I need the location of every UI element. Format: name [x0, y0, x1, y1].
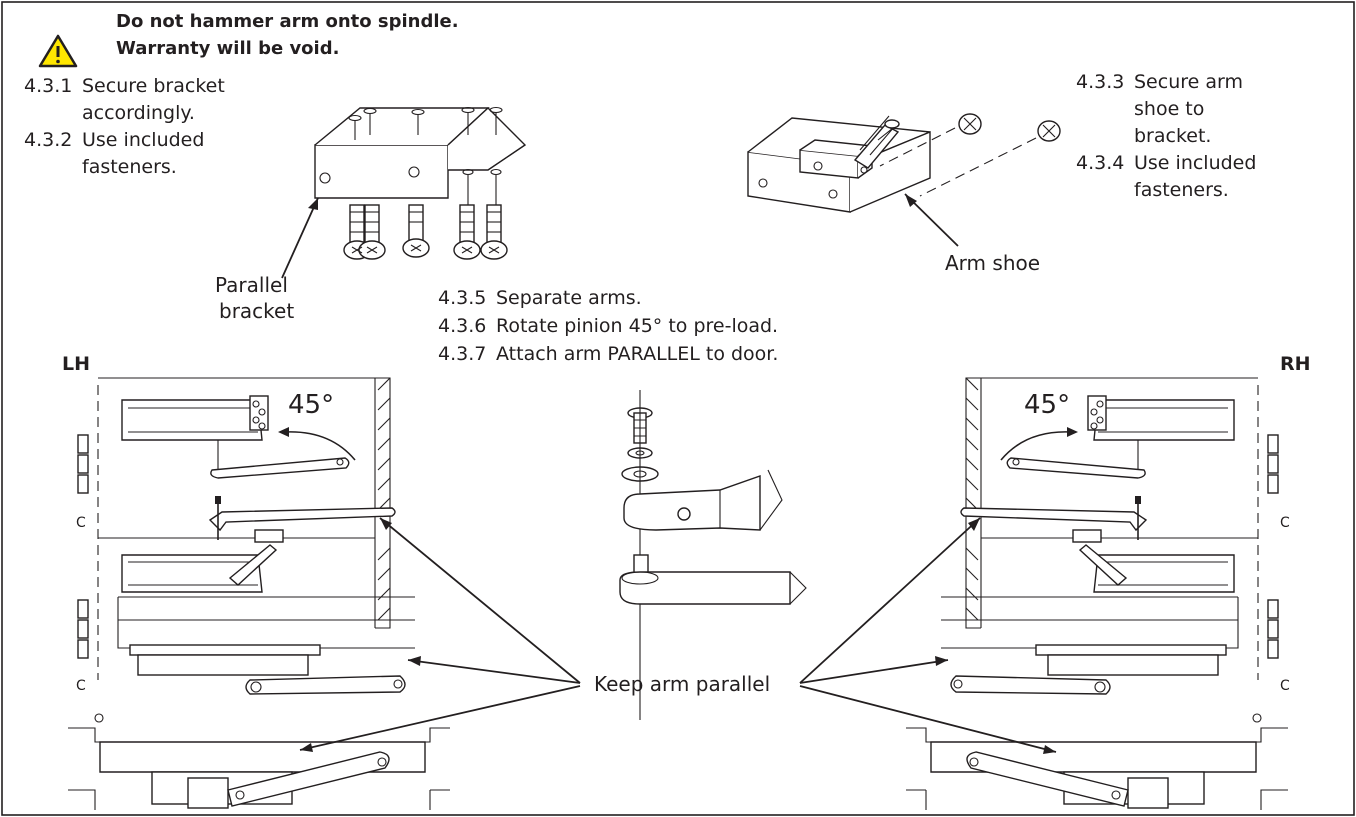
- arm-shoe-label: Arm shoe: [945, 251, 1041, 275]
- step-text: accordingly.: [82, 102, 195, 124]
- step-text: Rotate pinion 45° to pre-load.: [496, 315, 779, 337]
- step-4-3-2: 4.3.2 Use included: [24, 128, 204, 153]
- warning-triangle-icon: [38, 34, 78, 68]
- step-4-3-4: 4.3.4 Use included: [1076, 151, 1256, 176]
- step-4-3-4-cont: fasteners.: [1134, 178, 1229, 203]
- step-number: 4.3.4: [1076, 152, 1125, 174]
- step-number: 4.3.6: [438, 315, 487, 337]
- step-4-3-6: 4.3.6 Rotate pinion 45° to pre-load.: [438, 314, 778, 339]
- step-4-3-2-cont: fasteners.: [82, 155, 177, 180]
- step-text: fasteners.: [82, 156, 177, 178]
- angle-label-left: 45°: [288, 390, 335, 420]
- step-4-3-1: 4.3.1 Secure bracket: [24, 74, 225, 99]
- step-text: Attach arm PARALLEL to door.: [496, 343, 779, 365]
- lh-label: LH: [62, 353, 91, 375]
- parallel-bracket-label-2: bracket: [219, 299, 295, 323]
- warning-line-2: Warranty will be void.: [116, 38, 340, 59]
- rh-drawings: [906, 377, 1288, 810]
- warning-text: Do not hammer arm onto spindle. Warranty…: [116, 8, 459, 62]
- arm-shoe-drawing: [747, 113, 1061, 247]
- parallel-bracket-label-1: Parallel: [215, 273, 288, 297]
- keep-arm-parallel-label: Keep arm parallel: [594, 672, 771, 696]
- step-4-3-1-cont: accordingly.: [82, 101, 195, 126]
- svg-text:C: C: [76, 515, 86, 531]
- rh-label: RH: [1280, 353, 1311, 375]
- step-4-3-3-cont: shoe to: [1134, 97, 1204, 122]
- angle-label-right: 45°: [1024, 390, 1071, 420]
- center-exploded-drawing: [619, 390, 807, 720]
- step-number: 4.3.7: [438, 343, 487, 365]
- step-text: Separate arms.: [496, 287, 642, 309]
- step-4-3-3-cont2: bracket.: [1134, 124, 1211, 149]
- step-4-3-3: 4.3.3 Secure arm: [1076, 70, 1243, 95]
- step-number: 4.3.5: [438, 287, 487, 309]
- svg-text:C: C: [1280, 678, 1290, 694]
- step-4-3-5: 4.3.5 Separate arms.: [438, 286, 642, 311]
- step-text: fasteners.: [1134, 179, 1229, 201]
- step-number: 4.3.2: [24, 129, 73, 151]
- keep-parallel-arrows: [299, 517, 1057, 754]
- step-4-3-7: 4.3.7 Attach arm PARALLEL to door.: [438, 342, 778, 367]
- step-text: Use included: [1134, 152, 1257, 174]
- step-number: 4.3.1: [24, 75, 73, 97]
- step-text: Secure arm: [1134, 71, 1243, 93]
- step-text: shoe to: [1134, 98, 1205, 120]
- step-text: bracket.: [1134, 125, 1212, 147]
- step-text: Use included: [82, 129, 205, 151]
- step-text: Secure bracket: [82, 75, 225, 97]
- warning-line-1: Do not hammer arm onto spindle.: [116, 11, 459, 32]
- svg-text:C: C: [1280, 515, 1290, 531]
- step-number: 4.3.3: [1076, 71, 1125, 93]
- lh-drawings: C C: [68, 377, 450, 810]
- parallel-bracket-drawing: [281, 106, 527, 279]
- svg-text:C: C: [76, 678, 86, 694]
